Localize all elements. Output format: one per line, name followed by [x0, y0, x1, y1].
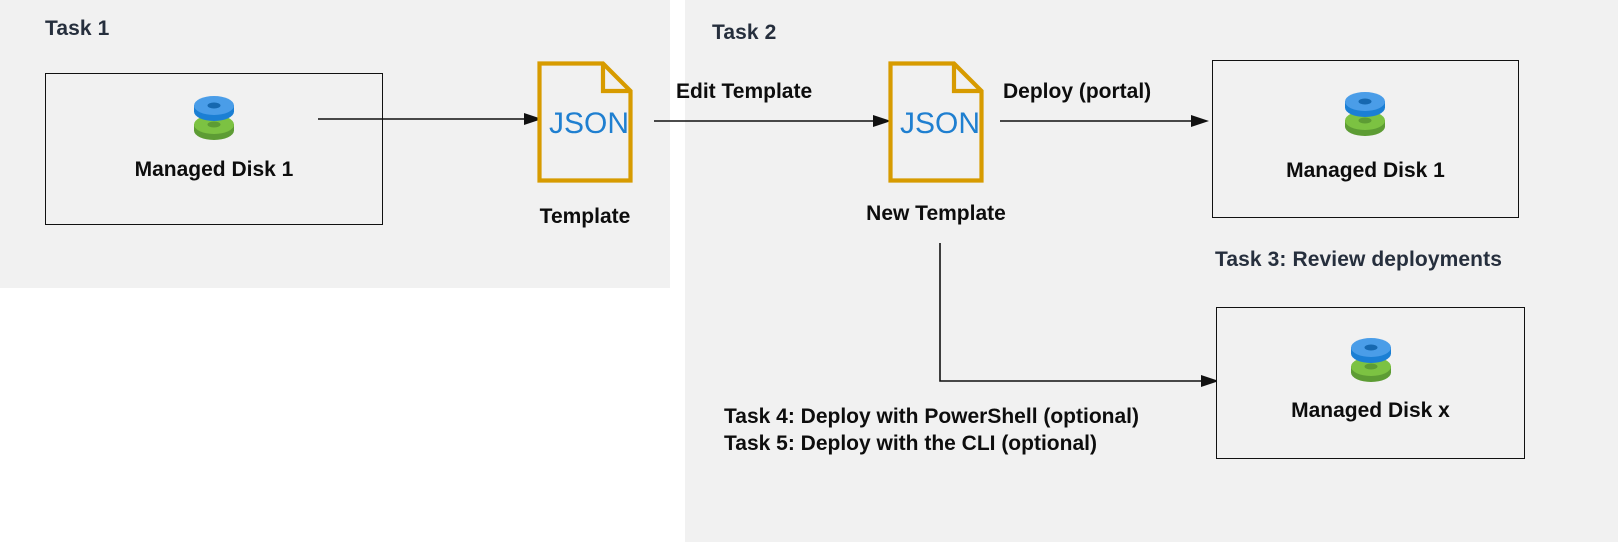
- json-document-icon-new-template: JSON: [888, 61, 984, 183]
- managed-disk-1-box-task3: [1212, 60, 1519, 218]
- managed-disk-icon: [1343, 334, 1399, 386]
- managed-disk-x-box: [1216, 307, 1525, 459]
- task-1-label: Task 1: [45, 17, 110, 40]
- managed-disk-1-caption-task1: Managed Disk 1: [134, 158, 294, 181]
- managed-disk-icon: [186, 92, 242, 144]
- task-4-label: Task 4: Deploy with PowerShell (optional…: [724, 405, 1139, 428]
- optional-tasks-text: Task 4: Deploy with PowerShell (optional…: [724, 403, 1139, 457]
- svg-text:JSON: JSON: [549, 107, 629, 140]
- deploy-portal-arrow-label: Deploy (portal): [1003, 80, 1152, 103]
- task-5-label: Task 5: Deploy with the CLI (optional): [724, 432, 1097, 455]
- task-3-label: Task 3: Review deployments: [1215, 248, 1502, 271]
- managed-disk-x-caption: Managed Disk x: [1291, 399, 1450, 422]
- svg-text:JSON: JSON: [900, 107, 980, 140]
- new-template-caption: New Template: [866, 202, 1006, 225]
- managed-disk-icon: [1337, 88, 1393, 140]
- json-document-icon-template: JSON: [537, 61, 633, 183]
- template-caption: Template: [539, 205, 631, 228]
- task-2-label: Task 2: [712, 21, 777, 44]
- edit-template-arrow-label: Edit Template: [676, 80, 813, 103]
- managed-disk-1-caption-task3: Managed Disk 1: [1286, 159, 1445, 182]
